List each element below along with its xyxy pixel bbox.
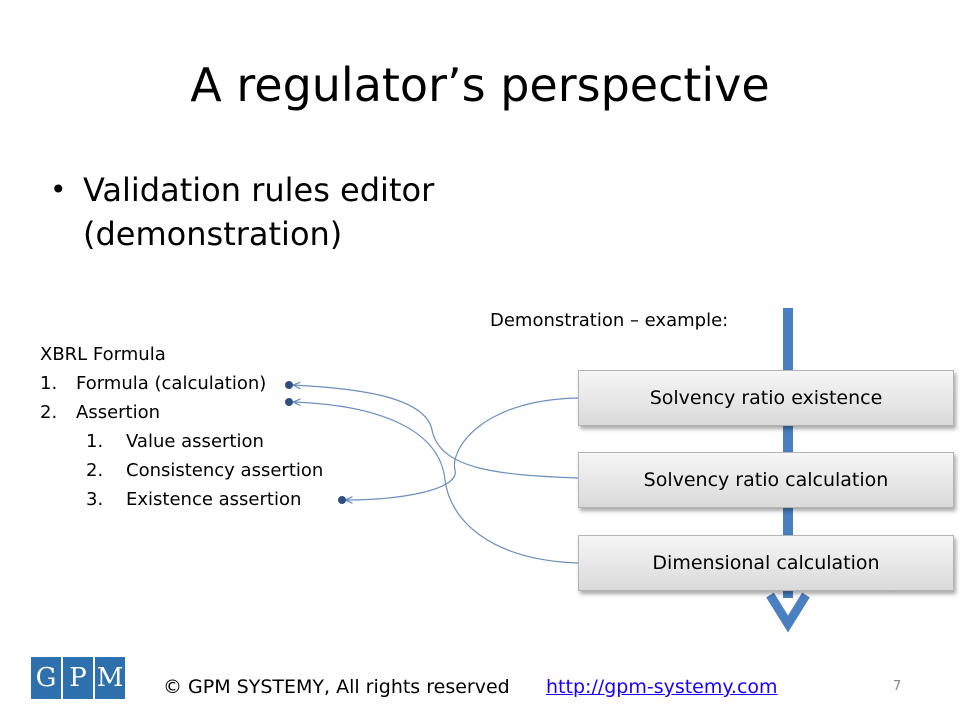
list-label: Existence assertion <box>126 489 302 510</box>
list-number: 1. <box>40 373 58 394</box>
bullet-item: • Validation rules editor (demonstration… <box>50 168 503 256</box>
list-label: Value assertion <box>126 431 264 452</box>
list-item: 2. Assertion <box>40 398 323 427</box>
gpm-logo: G P M <box>31 657 125 699</box>
logo-letter: M <box>95 657 125 699</box>
sub-list-item: 3. Existence assertion <box>40 485 323 514</box>
demo-label: Demonstration – example: <box>490 310 729 331</box>
page-number: 7 <box>893 679 902 694</box>
xbrl-heading: XBRL Formula <box>40 344 166 365</box>
connector-dot <box>285 381 293 389</box>
list-number: 2. <box>86 460 104 481</box>
website-link[interactable]: http://gpm-systemy.com <box>546 676 778 698</box>
connector-calculation <box>293 385 579 479</box>
bullet-dot-icon: • <box>50 173 67 206</box>
box-solvency-ratio-calculation: Solvency ratio calculation <box>578 452 954 508</box>
copyright-text: © GPM SYSTEMY, All rights reserved <box>163 676 510 698</box>
list-label: Formula (calculation) <box>76 373 267 394</box>
list-label: Consistency assertion <box>126 460 324 481</box>
list-item: 1. Formula (calculation) <box>40 369 323 398</box>
xbrl-list: XBRL Formula 1. Formula (calculation) 2.… <box>40 340 323 514</box>
down-arrow-icon <box>766 592 810 633</box>
list-number: 2. <box>40 402 58 423</box>
list-number: 3. <box>86 489 104 510</box>
sub-list-item: 1. Value assertion <box>40 427 323 456</box>
connector-dot <box>338 496 346 504</box>
slide-title: A regulator’s perspective <box>190 58 770 112</box>
logo-letter: P <box>63 657 93 699</box>
connector-dimensional <box>293 402 579 564</box>
sub-list-item: 2. Consistency assertion <box>40 456 323 485</box>
list-number: 1. <box>86 431 104 452</box>
list-label: Assertion <box>76 402 161 423</box>
box-solvency-ratio-existence: Solvency ratio existence <box>578 370 954 426</box>
bullet-text: Validation rules editor (demonstration) <box>83 171 435 253</box>
connector-existence <box>345 397 579 500</box>
box-dimensional-calculation: Dimensional calculation <box>578 535 954 591</box>
logo-letter: G <box>31 657 61 699</box>
connector-dot <box>285 398 293 406</box>
